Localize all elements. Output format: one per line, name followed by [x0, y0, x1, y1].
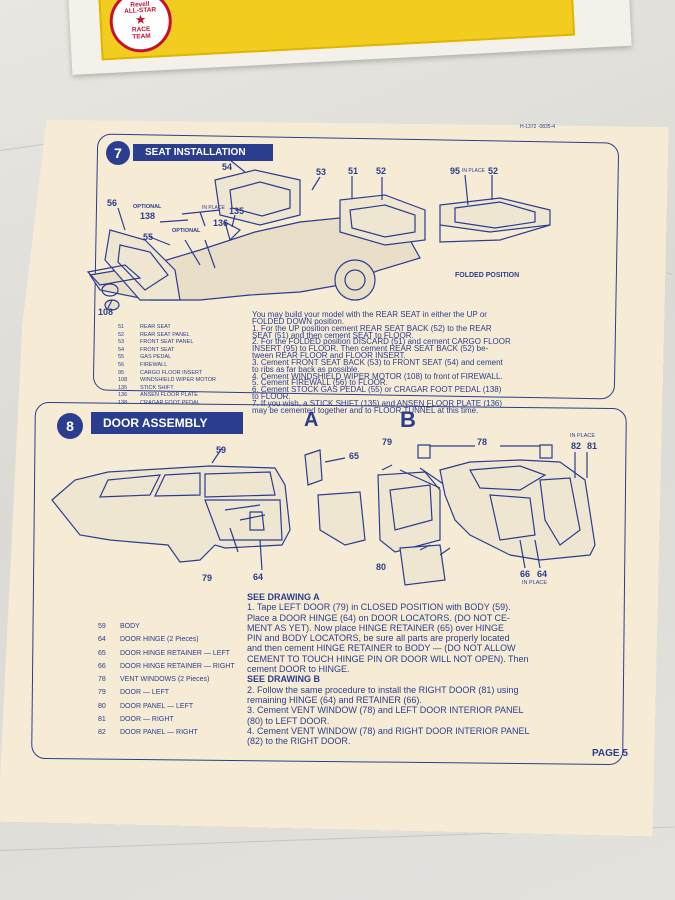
callout-138: 138 — [140, 211, 156, 221]
page-number: PAGE 5 — [592, 748, 628, 759]
step7-number: 7 — [106, 141, 130, 165]
instruction-line: 5. Cement FIREWALL (56) to FLOOR. — [252, 378, 388, 388]
instruction-line: 2. For the FOLDED position DISCARD (51) … — [252, 337, 511, 347]
step8-number: 8 — [57, 413, 83, 439]
callout-66: 66 — [520, 569, 531, 579]
callout-52: 52 — [376, 166, 387, 176]
instruction-line: 1. Tape LEFT DOOR (79) in CLOSED POSITIO… — [247, 602, 511, 613]
catalog-number: H-1372 -0835-4 — [520, 124, 556, 130]
callout-in-place: IN PLACE — [462, 168, 485, 174]
callout-in-place-2: IN PLACE — [522, 580, 548, 586]
instruction-line: 7. If you wish, a STICK SHIFT (135) and … — [252, 398, 503, 408]
instruction-line: 6. Cement STOCK GAS PEDAL (55) or CRAGAR… — [252, 385, 502, 395]
instruction-line: 3. Cement VENT WINDOW (78) and LEFT DOOR… — [247, 705, 524, 716]
callout-81: 81 — [587, 441, 598, 451]
callout-53: 53 — [316, 167, 327, 177]
instruction-line: (82) to the RIGHT DOOR. — [247, 736, 351, 747]
instruction-line: PIN and BODY LOCATORS, be sure all parts… — [247, 633, 510, 644]
callout-optional-1: OPTIONAL — [133, 204, 162, 210]
callout-in-place: IN PLACE — [570, 433, 596, 439]
callout-136: 136 — [213, 218, 229, 228]
instruction-line: to FLOOR. — [252, 392, 291, 402]
callout-64b: 64 — [537, 569, 548, 579]
instruction-line: and then cement HINGE RETAINER to BODY —… — [247, 643, 516, 654]
see-drawing-b: SEE DRAWING B — [247, 674, 321, 685]
instruction-line: CEMENT TO TOUCH HINGE PIN OR DOOR WILL N… — [247, 653, 529, 664]
drawing-a-label: A — [304, 409, 319, 431]
callout-54: 54 — [222, 162, 233, 172]
drawing-b-label: B — [400, 407, 416, 432]
instruction-line: 1. For the UP position cement REAR SEAT … — [252, 323, 492, 333]
see-drawing-a: SEE DRAWING A — [247, 592, 320, 602]
callout-108: 108 — [98, 307, 114, 317]
callout-79b: 79 — [382, 437, 393, 447]
instruction-line: to ribs as far back as possible. — [252, 364, 360, 374]
instruction-line: cement DOOR to HINGE. — [247, 664, 350, 675]
instruction-line: remaining HINGE (64) and RETAINER (66). — [247, 694, 422, 705]
instruction-line: INSERT (95) to FLOOR. Then cement REAR S… — [252, 344, 489, 354]
instruction-line: 2. Follow the same procedure to install … — [247, 684, 519, 695]
instruction-line: Place a DOOR HINGE (64) on DOOR LOCATORS… — [247, 612, 511, 623]
callout-51: 51 — [348, 166, 359, 176]
callout-optional-2: OPTIONAL — [172, 228, 201, 234]
instruction-line: MENT AS YET). Now place HINGE RETAINER (… — [247, 622, 505, 633]
callout-64a: 64 — [253, 572, 264, 582]
callout-in-place-2: IN PLACE — [202, 205, 225, 211]
instruction-line: 4. Cement VENT WINDOW (78) and RIGHT DOO… — [247, 725, 530, 736]
callout-95: 95 — [450, 166, 461, 176]
callout-135: 135 — [229, 206, 245, 216]
instruction-line: (80) to LEFT DOOR. — [247, 715, 330, 726]
instruction-line: tween REAR FLOOR and FLOOR INSERT. — [252, 351, 406, 361]
instruction-line: FOLDED DOWN position. — [252, 316, 345, 326]
instruction-line: may be cemented together and to FLOOR TU… — [252, 405, 479, 415]
callout-78: 78 — [477, 437, 488, 447]
callout-79a: 79 — [202, 573, 213, 583]
instruction-line: 4. Cement WINDSHIELD WIPER MOTOR (108) t… — [252, 371, 503, 381]
callout-52b: 52 — [488, 166, 499, 176]
step8-title: DOOR ASSEMBLY — [91, 412, 243, 434]
callout-65: 65 — [349, 451, 360, 461]
folded-position-label: FOLDED POSITION — [455, 272, 520, 279]
callout-56: 56 — [107, 198, 118, 208]
step8-instructions: SEE DRAWING A 1. Tape LEFT DOOR (79) in … — [247, 592, 530, 746]
step7-instructions: You may build your model with the REAR S… — [252, 310, 511, 415]
step7-title: SEAT INSTALLATION — [133, 144, 273, 161]
instruction-line: SEAT (51) and then cement SEAT to FLOOR. — [252, 330, 414, 340]
callout-55: 55 — [143, 232, 154, 242]
callout-82: 82 — [571, 441, 582, 451]
instruction-line: 3. Cement FRONT SEAT BACK (53) to FRONT … — [252, 357, 503, 367]
instruction-line: You may build your model with the REAR S… — [252, 310, 487, 319]
callout-80: 80 — [376, 562, 387, 572]
callout-59: 59 — [216, 445, 227, 455]
